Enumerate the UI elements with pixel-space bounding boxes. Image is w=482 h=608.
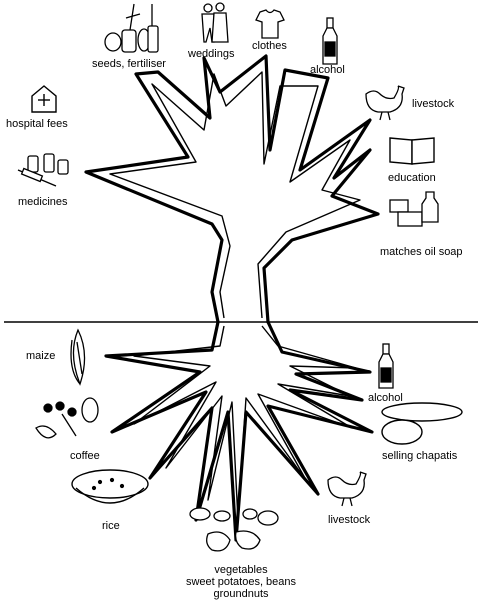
book-icon xyxy=(389,137,435,165)
label-maize: maize xyxy=(26,350,56,362)
label-clothes: clothes xyxy=(252,40,287,52)
label-hospital-fees: hospital fees xyxy=(6,118,68,130)
tree-trunk-inner xyxy=(109,71,361,319)
matches-oil-soap-icon xyxy=(389,191,439,227)
maize-cob-icon xyxy=(70,328,86,386)
shirt-icon xyxy=(255,9,285,39)
label-matches-oil-soap: matches oil soap xyxy=(380,246,463,258)
bottle-icon xyxy=(322,17,338,65)
label-alcohol-top: alcohol xyxy=(310,64,345,76)
chicken-icon xyxy=(327,471,367,507)
label-seeds-fertiliser: seeds, fertiliser xyxy=(92,58,166,70)
couple-icon xyxy=(201,2,229,43)
label-vegetables: vegetables xyxy=(214,564,268,576)
chicken-icon xyxy=(365,85,405,121)
coffee-branch-icon xyxy=(35,397,99,439)
label-vegetables-group: vegetables sweet potatoes, beans groundn… xyxy=(176,564,306,600)
label-sweet-potatoes-beans: sweet potatoes, beans xyxy=(185,576,297,588)
tree-trunk-and-branches xyxy=(84,54,380,324)
label-selling-chapatis: selling chapatis xyxy=(382,450,458,462)
bottle-icon xyxy=(378,343,394,389)
label-groundnuts: groundnuts xyxy=(213,588,269,600)
label-coffee: coffee xyxy=(70,450,100,462)
label-rice: rice xyxy=(102,520,120,532)
vegetables-icon xyxy=(189,507,279,552)
label-education: education xyxy=(388,172,436,184)
tree-roots-inner xyxy=(133,325,357,521)
chapati-icon xyxy=(381,402,463,445)
label-medicines: medicines xyxy=(18,196,68,208)
label-alcohol-root: alcohol xyxy=(368,392,403,404)
clinic-icon xyxy=(31,85,57,113)
rice-bowl-icon xyxy=(71,469,149,504)
seed-sacks-and-tools-icon xyxy=(104,3,159,53)
label-weddings: weddings xyxy=(188,48,235,60)
label-livestock-root: livestock xyxy=(328,514,371,526)
syringe-and-bottles-icon xyxy=(17,153,69,187)
label-livestock-top: livestock xyxy=(412,98,455,110)
